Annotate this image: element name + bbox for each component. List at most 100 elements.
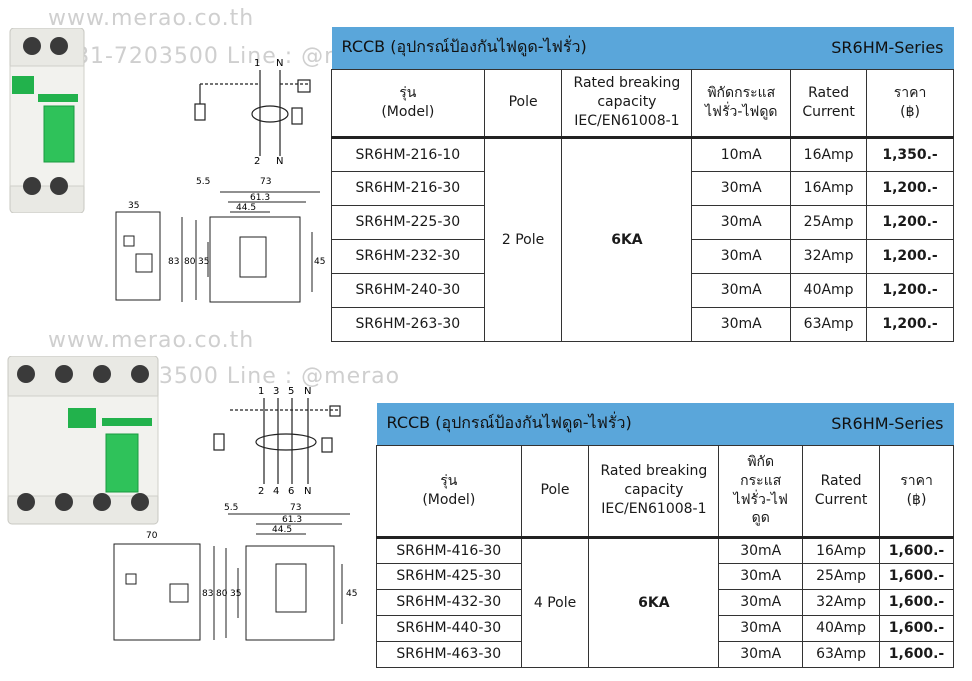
col-leak: พิกัดกระแส ไฟรั่ว-ไฟดูด: [691, 68, 792, 139]
terminal4-top-n: N: [304, 386, 311, 397]
cell-price: 1,600.-: [879, 614, 954, 642]
cell-model: SR6HM-432-30: [376, 588, 522, 616]
col-current-line1: Rated: [820, 472, 862, 489]
cell-price: 1,200.-: [866, 238, 954, 274]
table-row: SR6HM-440-30 30mA 40Amp 1,600.-: [376, 614, 954, 642]
cell-leak: 30mA: [718, 536, 804, 564]
col-pole: Pole: [520, 444, 590, 539]
dim4-height-window: 35: [230, 589, 241, 599]
cell-model: SR6HM-263-30: [331, 306, 485, 342]
dim-width-mid: 44.5: [236, 203, 256, 213]
col-leak: พิกัด กระแส ไฟรั่ว-ไฟ ดูด: [718, 444, 804, 539]
col-breaking-line1: Rated breaking: [600, 463, 708, 480]
cell-leak: 30mA: [691, 272, 792, 308]
col-leak-line1: พิกัด: [747, 453, 775, 470]
table-row: SR6HM-263-30 30mA 63Amp 1,200.-: [331, 306, 954, 342]
cell-current: 16Amp: [790, 136, 868, 172]
cell-leak: 30mA: [691, 204, 792, 240]
table-row: SR6HM-216-30 30mA 16Amp 1,200.-: [331, 170, 954, 206]
cell-leak: 30mA: [718, 614, 804, 642]
dim4-width-total: 73: [290, 503, 301, 513]
cell-current: 63Amp: [790, 306, 868, 342]
cell-breaking: 6KA: [561, 136, 693, 342]
watermark-url-bottom: www.merao.co.th: [48, 328, 255, 353]
col-breaking-line2: capacity: [624, 482, 684, 499]
cell-model: SR6HM-216-30: [331, 170, 485, 206]
cell-current: 32Amp: [802, 588, 881, 616]
wiring-diagram-4pole: 1 3 5 N 2 4 6 N: [213, 386, 341, 496]
table-row: SR6HM-240-30 30mA 40Amp 1,200.-: [331, 272, 954, 308]
terminal4-bottom-2: 2: [258, 486, 264, 496]
cell-model: SR6HM-216-10: [331, 136, 485, 172]
cell-leak: 30mA: [718, 588, 804, 616]
col-breaking-line3: IEC/EN61008-1: [601, 500, 707, 517]
col-price-line1: ราคา: [900, 472, 933, 489]
cell-price: 1,600.-: [879, 536, 954, 564]
cell-breaking: 6KA: [588, 536, 720, 668]
cell-model: SR6HM-225-30: [331, 204, 485, 240]
dim4-width-inner: 61.3: [282, 515, 302, 525]
table-row: SR6HM-216-10 2 Pole 6KA 10mA 16Amp 1,350…: [331, 136, 954, 342]
cell-current: 16Amp: [802, 536, 881, 564]
rccb-4pole-photo: [7, 356, 159, 525]
dim-height-side: 45: [314, 257, 325, 267]
col-current: Rated Current: [802, 444, 881, 539]
col-model: รุ่น (Model): [376, 444, 522, 539]
terminal4-bottom-6: 6: [288, 486, 294, 496]
terminal4-top-5: 5: [288, 386, 294, 397]
dim-height-total: 83: [168, 257, 179, 267]
col-price-line2: (฿): [906, 491, 927, 508]
cell-price: 1,200.-: [866, 204, 954, 240]
cell-price: 1,200.-: [866, 306, 954, 342]
cell-leak: 30mA: [718, 562, 804, 590]
col-leak-line2: ไฟรั่ว-ไฟดูด: [704, 103, 778, 120]
cell-price: 1,600.-: [879, 562, 954, 590]
dim4-height-body: 80: [216, 589, 228, 599]
cell-price: 1,350.-: [866, 136, 954, 172]
dimension-drawing-2pole: 35 5.5 73 61.3 44.5 83 80 35 45: [115, 177, 325, 303]
cell-current: 25Amp: [790, 204, 868, 240]
col-breaking-line3: IEC/EN61008-1: [574, 112, 680, 129]
col-price-line1: ราคา: [893, 84, 927, 101]
col-leak-line4: ดูด: [751, 510, 770, 527]
col-breaking-line1: Rated breaking: [573, 75, 681, 92]
col-current-line2: Current: [802, 103, 855, 120]
cell-pole: 4 Pole: [520, 536, 590, 668]
col-model-line2: (Model): [381, 103, 435, 120]
cell-pole: 2 Pole: [483, 136, 563, 342]
terminal4-bottom-4: 4: [273, 486, 279, 496]
table-title: RCCB (อุปกรณ์ป้องกันไฟดูด-ไฟรั่ว): [331, 27, 791, 69]
watermark-url-top: www.merao.co.th: [48, 6, 255, 31]
cell-current: 32Amp: [790, 238, 868, 274]
terminal-bottom-n: N: [276, 156, 283, 166]
cell-leak: 30mA: [691, 306, 792, 342]
terminal-bottom-2: 2: [254, 156, 260, 166]
cell-leak: 30mA: [691, 238, 792, 274]
col-breaking: Rated breaking capacity IEC/EN61008-1: [588, 444, 720, 539]
price-table-4pole: RCCB (อุปกรณ์ป้องกันไฟดูด-ไฟรั่ว) SR6HM-…: [376, 403, 954, 668]
dim4-height-total: 83: [202, 589, 213, 599]
col-current-line1: Rated: [808, 84, 850, 101]
cell-current: 25Amp: [802, 562, 881, 590]
col-model-line1: รุ่น: [440, 472, 458, 489]
cell-price: 1,200.-: [866, 272, 954, 308]
terminal-top-n: N: [276, 58, 283, 69]
col-model: รุ่น (Model): [331, 68, 485, 139]
cell-price: 1,600.-: [879, 640, 954, 668]
terminal-top-1: 1: [254, 58, 260, 69]
wiring-diagram-2pole: 1 N 2 N: [194, 58, 311, 166]
dim4-width-mid: 44.5: [272, 525, 292, 535]
dim-width-front: 35: [128, 201, 139, 211]
table-row: SR6HM-225-30 30mA 25Amp 1,200.-: [331, 204, 954, 240]
cell-leak: 10mA: [691, 136, 792, 172]
col-price-line2: (฿): [900, 103, 920, 120]
table-series: SR6HM-Series: [790, 27, 954, 69]
col-model-line2: (Model): [422, 491, 476, 508]
dimension-drawing-4pole: 70 5.5 73 61.3 44.5 83 80 35 45: [113, 503, 357, 641]
dim-width-inner: 61.3: [250, 193, 270, 203]
col-leak-line1: พิกัดกระแส: [707, 84, 776, 101]
dim-offset: 5.5: [196, 177, 210, 187]
cell-model: SR6HM-240-30: [331, 272, 485, 308]
dim-height-window: 35: [198, 257, 209, 267]
dim4-width-front: 70: [146, 531, 158, 541]
